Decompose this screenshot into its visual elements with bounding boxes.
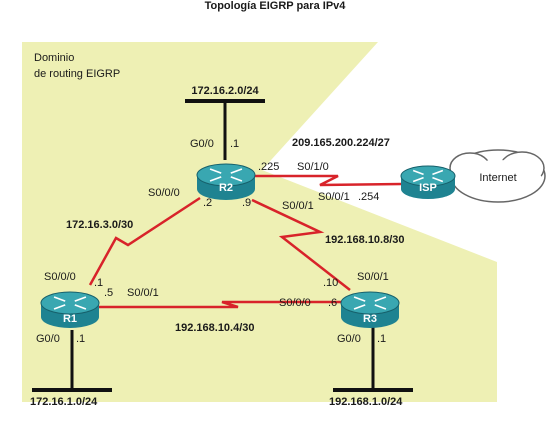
net-r3-lan: 192.168.1.0/24 (329, 396, 403, 408)
serial-link-r1-r3 (98, 300, 348, 309)
serial-link-r2-r3 (251, 198, 351, 291)
r2-g0-0-host: .1 (230, 138, 239, 150)
isp-s0-0-1: S0/0/1 (318, 191, 350, 203)
r2-s0-1-0-host: .225 (258, 161, 279, 173)
r3-g0-0: G0/0 (337, 333, 361, 345)
net-r1-r2: 172.16.3.0/30 (66, 219, 133, 231)
net-isp-link: 209.165.200.224/27 (292, 137, 390, 149)
router-r2-name: R2 (219, 182, 233, 194)
r3-s0-0-1: S0/0/1 (357, 271, 389, 283)
router-icon (196, 163, 256, 200)
router-r2[interactable]: R2 (196, 163, 256, 200)
serial-link-r2-r1 (88, 196, 201, 286)
serial-link-r2-isp (255, 174, 403, 187)
net-r1-r3: 192.168.10.4/30 (175, 322, 255, 334)
router-r3-name: R3 (363, 313, 377, 325)
r3-s0-0-0-host: .6 (328, 297, 337, 309)
r3-s0-0-1-host: .10 (323, 277, 338, 289)
r1-g0-0-host: .1 (76, 333, 85, 345)
router-r3[interactable]: R3 (340, 291, 400, 328)
r3-g0-0-host: .1 (377, 333, 386, 345)
r3-s0-0-0: S0/0/0 (279, 297, 311, 309)
router-r1-name: R1 (63, 313, 77, 325)
domain-label-line2: de routing EIGRP (34, 68, 120, 80)
router-isp-name: ISP (419, 182, 437, 194)
r2-s0-1-0: S0/1/0 (297, 161, 329, 173)
r2-s0-0-0: S0/0/0 (148, 187, 180, 199)
r2-g0-0: G0/0 (190, 138, 214, 150)
r2-s0-0-1-host: .9 (242, 197, 251, 209)
r1-s0-0-1-host: .5 (104, 287, 113, 299)
r1-s0-0-1: S0/0/1 (127, 287, 159, 299)
domain-label-line1: Dominio (34, 52, 74, 64)
router-icon (40, 291, 100, 328)
isp-s0-0-1-host: .254 (358, 191, 379, 203)
net-r2-lan: 172.16.2.0/24 (191, 85, 259, 97)
diagram-title: Topología EIGRP para IPv4 (205, 0, 347, 12)
router-r1[interactable]: R1 (40, 291, 100, 328)
r2-s0-0-1: S0/0/1 (282, 200, 314, 212)
r1-s0-0-0-host: .1 (94, 277, 103, 289)
router-icon (340, 291, 400, 328)
net-r1-lan: 172.16.1.0/24 (30, 396, 98, 408)
router-icon (400, 165, 456, 199)
r1-s0-0-0: S0/0/0 (44, 271, 76, 283)
r1-g0-0: G0/0 (36, 333, 60, 345)
net-r2-r3: 192.168.10.8/30 (325, 234, 405, 246)
router-isp[interactable]: ISP (400, 165, 456, 199)
internet-label: Internet (479, 172, 516, 184)
r2-s0-0-0-host: .2 (203, 197, 212, 209)
